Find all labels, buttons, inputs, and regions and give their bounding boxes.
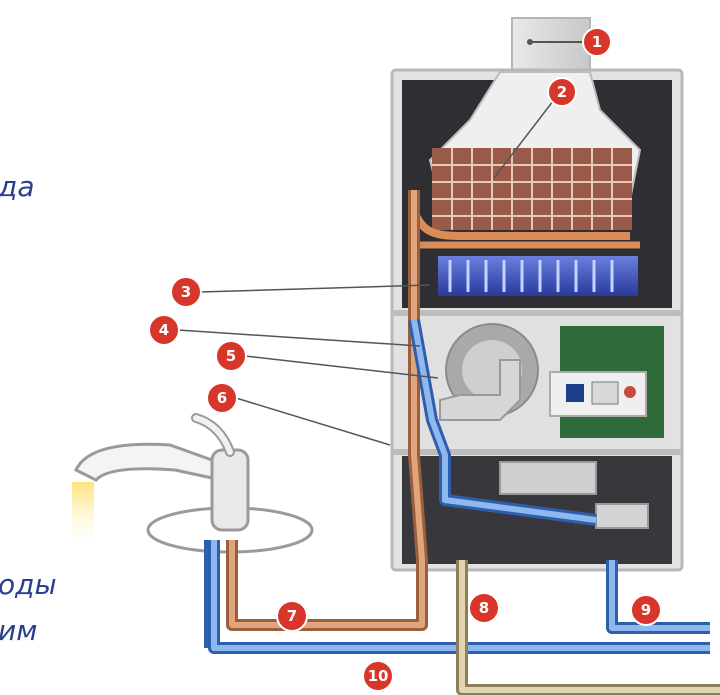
callout-badge-8: 8 [468, 592, 500, 624]
svg-text:8: 8 [479, 599, 489, 617]
water-unit [439, 323, 539, 421]
label-fragment-top: да [0, 170, 35, 203]
gas-valve [499, 461, 649, 529]
chimney-pipe [511, 17, 591, 71]
mixer-faucet [72, 413, 314, 554]
label-fragment-bottom-2: им [0, 614, 38, 647]
gas-burner [438, 256, 638, 296]
svg-text:10: 10 [368, 667, 389, 685]
callout-badge-9: 9 [630, 594, 662, 626]
callout-badge-10: 10 [362, 660, 394, 692]
leader-lines [177, 41, 585, 446]
callout-badge-3: 3 [170, 276, 202, 308]
callout-badge-2: 2 [547, 77, 577, 107]
svg-text:5: 5 [226, 347, 236, 365]
label-fragment-bottom-1: оды [0, 568, 57, 601]
svg-text:4: 4 [159, 321, 169, 339]
heat-exchanger [408, 148, 640, 249]
svg-text:3: 3 [181, 283, 191, 301]
svg-text:6: 6 [217, 389, 227, 407]
control-board [549, 326, 664, 438]
callout-badge-4: 4 [148, 314, 180, 346]
svg-text:2: 2 [557, 83, 567, 101]
callout-badge-6: 6 [206, 382, 238, 414]
svg-text:1: 1 [592, 33, 602, 51]
callout-badge-1: 1 [582, 27, 612, 57]
callout-badge-5: 5 [215, 340, 247, 372]
callout-badges: 1 2 3 4 5 6 7 8 9 10 [148, 27, 662, 692]
callout-badge-7: 7 [276, 600, 308, 632]
svg-text:9: 9 [641, 601, 651, 619]
svg-text:7: 7 [287, 607, 297, 625]
